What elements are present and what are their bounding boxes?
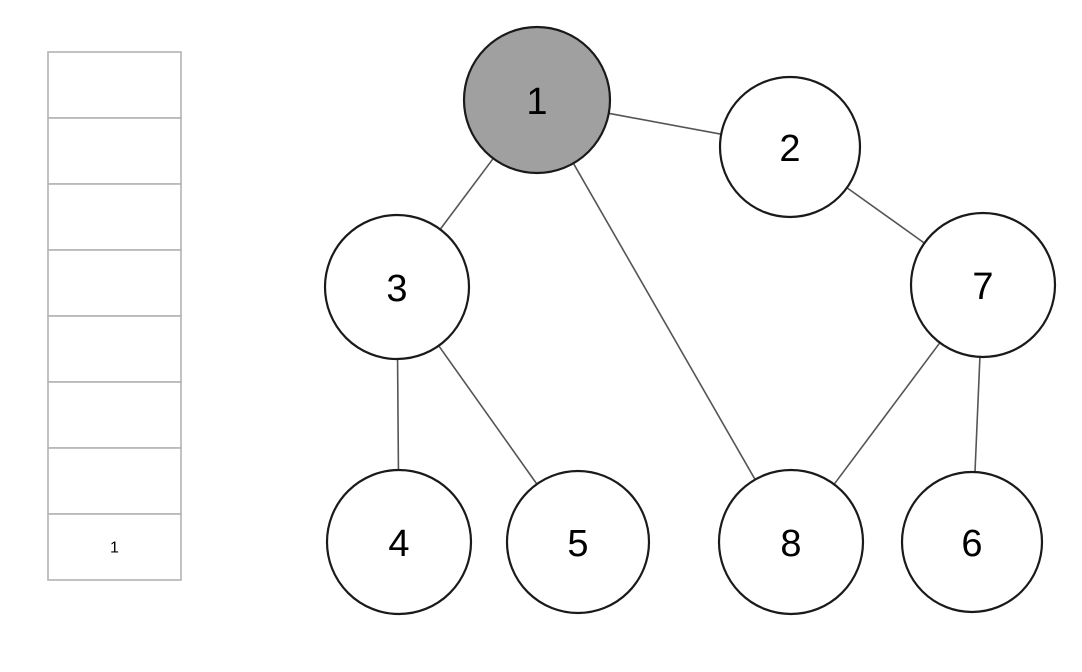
- graph-node-label: 8: [780, 523, 801, 565]
- graph-edge: [396, 358, 400, 471]
- stack-cell[interactable]: [47, 249, 182, 317]
- graph-edges: [396, 112, 981, 485]
- graph-edge: [572, 162, 756, 480]
- graph-node-circle: [909, 211, 1057, 359]
- graph-edge: [438, 345, 538, 485]
- stack-cell-box: [47, 447, 182, 515]
- stack-cell-box: [47, 315, 182, 383]
- graph-nodes: 1 2 3 7 4 5 8 6: [323, 25, 1057, 616]
- graph-node-circle: [718, 75, 862, 219]
- graph-edge: [439, 157, 494, 230]
- stack-panel: 1: [47, 51, 182, 581]
- stack-cell-box: [47, 249, 182, 317]
- graph-node-label: 3: [386, 268, 407, 310]
- stack-cell-box: [47, 381, 182, 449]
- graph-node-label: 1: [526, 81, 547, 123]
- graph-node[interactable]: 7: [909, 211, 1057, 359]
- graph-node-label: 5: [567, 523, 588, 565]
- graph-node[interactable]: 2: [718, 75, 862, 219]
- graph-node-circle: [325, 468, 473, 616]
- stack-cell[interactable]: [47, 183, 182, 251]
- stack-cell[interactable]: [47, 315, 182, 383]
- graph-node[interactable]: 8: [717, 468, 865, 616]
- graph-node-label: 4: [388, 523, 409, 565]
- graph-node-circle: [717, 468, 865, 616]
- graph-node-circle: [900, 470, 1044, 614]
- stack-cell-value: 1: [110, 540, 119, 557]
- graph-node-label: 6: [961, 523, 982, 565]
- graph-edge: [846, 187, 925, 244]
- graph-node[interactable]: 6: [900, 470, 1044, 614]
- graph-node-circle: [323, 213, 471, 361]
- graph-edge: [608, 112, 722, 136]
- graph-node-circle: [505, 469, 651, 615]
- graph-node[interactable]: 5: [505, 469, 651, 615]
- stack-cell-box: [47, 51, 182, 119]
- graph-node-circle: [462, 25, 612, 175]
- graph-node[interactable]: 4: [325, 468, 473, 616]
- graph-edge: [974, 356, 981, 473]
- stack-cell-box: [47, 183, 182, 251]
- stack-cell[interactable]: [47, 51, 182, 119]
- graph-node-label: 2: [779, 128, 800, 170]
- graph-edge: [833, 342, 941, 485]
- graph-node[interactable]: 3: [323, 213, 471, 361]
- stack-cell-box: [47, 513, 182, 581]
- stack-cell[interactable]: [47, 447, 182, 515]
- stack-cell[interactable]: 1: [47, 513, 182, 581]
- graph-node-label: 7: [972, 266, 993, 308]
- stack-cell[interactable]: [47, 117, 182, 185]
- stack-cell[interactable]: [47, 381, 182, 449]
- graph-node[interactable]: 1: [462, 25, 612, 175]
- stack-cell-box: [47, 117, 182, 185]
